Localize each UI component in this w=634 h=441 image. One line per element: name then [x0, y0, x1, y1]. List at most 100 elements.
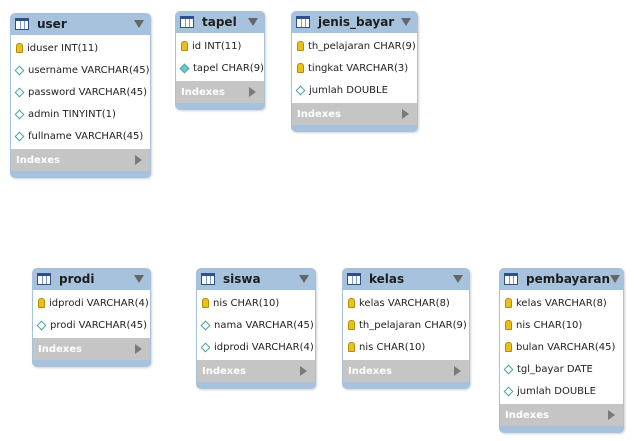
- table-user[interactable]: user iduser INT(11) username VARCHAR(45)…: [10, 13, 151, 178]
- table-header[interactable]: tapel: [176, 11, 264, 33]
- column-row[interactable]: username VARCHAR(45): [11, 59, 150, 81]
- primary-key-icon: [297, 63, 304, 73]
- column-row[interactable]: jumlah DOUBLE: [292, 79, 417, 101]
- table-header[interactable]: prodi: [33, 268, 150, 290]
- column-label: password VARCHAR(45): [28, 86, 147, 98]
- column-row[interactable]: idprodi VARCHAR(4): [197, 336, 315, 358]
- column-list: id INT(11) tapel CHAR(9): [176, 33, 264, 81]
- expand-arrow-icon[interactable]: [135, 344, 142, 354]
- column-label: nama VARCHAR(45): [214, 319, 314, 331]
- column-row[interactable]: bulan VARCHAR(45): [500, 336, 623, 358]
- table-siswa[interactable]: siswa nis CHAR(10) nama VARCHAR(45) idpr…: [196, 268, 316, 389]
- column-label: jumlah DOUBLE: [309, 84, 388, 96]
- table-title: pembayaran: [526, 272, 611, 286]
- primary-key-icon: [505, 320, 512, 330]
- table-icon: [201, 273, 215, 285]
- column-label: th_pelajaran CHAR(9): [359, 319, 467, 331]
- collapse-toggle-icon[interactable]: [134, 20, 144, 28]
- column-diamond-icon: [179, 63, 190, 73]
- table-kelas[interactable]: kelas kelas VARCHAR(8) th_pelajaran CHAR…: [342, 268, 470, 389]
- column-label: bulan VARCHAR(45): [516, 341, 616, 353]
- indexes-section[interactable]: Indexes: [343, 360, 469, 382]
- column-label: kelas VARCHAR(8): [359, 297, 450, 309]
- table-header[interactable]: kelas: [343, 268, 469, 290]
- table-title: kelas: [369, 272, 405, 286]
- collapse-toggle-icon[interactable]: [453, 275, 463, 283]
- collapse-toggle-icon[interactable]: [401, 18, 411, 26]
- table-pembayaran[interactable]: pembayaran kelas VARCHAR(8) nis CHAR(10)…: [499, 268, 624, 433]
- table-title: prodi: [59, 272, 95, 286]
- table-icon: [504, 273, 518, 285]
- column-row[interactable]: th_pelajaran CHAR(9): [292, 35, 417, 57]
- expand-arrow-icon[interactable]: [402, 109, 409, 119]
- table-header[interactable]: siswa: [197, 268, 315, 290]
- primary-key-icon: [202, 298, 209, 308]
- column-label: nis CHAR(10): [359, 341, 426, 353]
- table-header[interactable]: pembayaran: [500, 268, 623, 290]
- table-header[interactable]: jenis_bayar: [292, 11, 417, 33]
- column-diamond-icon: [14, 131, 25, 141]
- column-list: idprodi VARCHAR(4) prodi VARCHAR(45): [33, 290, 150, 338]
- column-row[interactable]: iduser INT(11): [11, 37, 150, 59]
- column-row[interactable]: jumlah DOUBLE: [500, 380, 623, 402]
- column-list: iduser INT(11) username VARCHAR(45) pass…: [11, 35, 150, 149]
- column-label: prodi VARCHAR(45): [50, 319, 147, 331]
- column-row[interactable]: prodi VARCHAR(45): [33, 314, 150, 336]
- indexes-section[interactable]: Indexes: [500, 404, 623, 426]
- expand-arrow-icon[interactable]: [300, 366, 307, 376]
- indexes-section[interactable]: Indexes: [176, 81, 264, 103]
- column-row[interactable]: id INT(11): [176, 35, 264, 57]
- indexes-label: Indexes: [297, 108, 341, 120]
- table-prodi[interactable]: prodi idprodi VARCHAR(4) prodi VARCHAR(4…: [32, 268, 151, 367]
- expand-arrow-icon[interactable]: [454, 366, 461, 376]
- column-label: kelas VARCHAR(8): [516, 297, 607, 309]
- column-row[interactable]: nis CHAR(10): [500, 314, 623, 336]
- primary-key-icon: [348, 298, 355, 308]
- indexes-section[interactable]: Indexes: [197, 360, 315, 382]
- column-diamond-icon: [14, 109, 25, 119]
- column-row[interactable]: password VARCHAR(45): [11, 81, 150, 103]
- table-title: jenis_bayar: [318, 15, 395, 29]
- primary-key-icon: [505, 342, 512, 352]
- column-row[interactable]: admin TINYINT(1): [11, 103, 150, 125]
- column-diamond-icon: [36, 320, 47, 330]
- indexes-section[interactable]: Indexes: [33, 338, 150, 360]
- column-row[interactable]: nama VARCHAR(45): [197, 314, 315, 336]
- column-row[interactable]: nis CHAR(10): [343, 336, 469, 358]
- table-icon: [180, 16, 194, 28]
- expand-arrow-icon[interactable]: [135, 155, 142, 165]
- primary-key-icon: [505, 298, 512, 308]
- collapse-toggle-icon[interactable]: [248, 18, 258, 26]
- column-row[interactable]: tgl_bayar DATE: [500, 358, 623, 380]
- indexes-section[interactable]: Indexes: [292, 103, 417, 125]
- column-row[interactable]: th_pelajaran CHAR(9): [343, 314, 469, 336]
- column-diamond-icon: [503, 386, 514, 396]
- column-diamond-icon: [14, 65, 25, 75]
- column-row[interactable]: kelas VARCHAR(8): [343, 292, 469, 314]
- column-label: tapel CHAR(9): [193, 62, 264, 74]
- expand-arrow-icon[interactable]: [249, 87, 256, 97]
- table-jenis-bayar[interactable]: jenis_bayar th_pelajaran CHAR(9) tingkat…: [291, 11, 418, 132]
- column-label: nis CHAR(10): [516, 319, 583, 331]
- table-tapel[interactable]: tapel id INT(11) tapel CHAR(9) Indexes: [175, 11, 265, 110]
- column-row[interactable]: nis CHAR(10): [197, 292, 315, 314]
- column-list: kelas VARCHAR(8) nis CHAR(10) bulan VARC…: [500, 290, 623, 404]
- collapse-toggle-icon[interactable]: [134, 275, 144, 283]
- table-header[interactable]: user: [11, 13, 150, 35]
- column-row[interactable]: idprodi VARCHAR(4): [33, 292, 150, 314]
- indexes-label: Indexes: [202, 365, 246, 377]
- primary-key-icon: [297, 41, 304, 51]
- column-row[interactable]: tapel CHAR(9): [176, 57, 264, 79]
- collapse-toggle-icon[interactable]: [299, 275, 309, 283]
- table-icon: [347, 273, 361, 285]
- column-row[interactable]: tingkat VARCHAR(3): [292, 57, 417, 79]
- primary-key-icon: [348, 320, 355, 330]
- collapse-toggle-icon[interactable]: [610, 275, 621, 283]
- indexes-label: Indexes: [181, 86, 225, 98]
- column-row[interactable]: fullname VARCHAR(45): [11, 125, 150, 147]
- column-row[interactable]: kelas VARCHAR(8): [500, 292, 623, 314]
- indexes-section[interactable]: Indexes: [11, 149, 150, 171]
- expand-arrow-icon[interactable]: [608, 410, 615, 420]
- indexes-label: Indexes: [16, 154, 60, 166]
- column-label: iduser INT(11): [27, 42, 99, 54]
